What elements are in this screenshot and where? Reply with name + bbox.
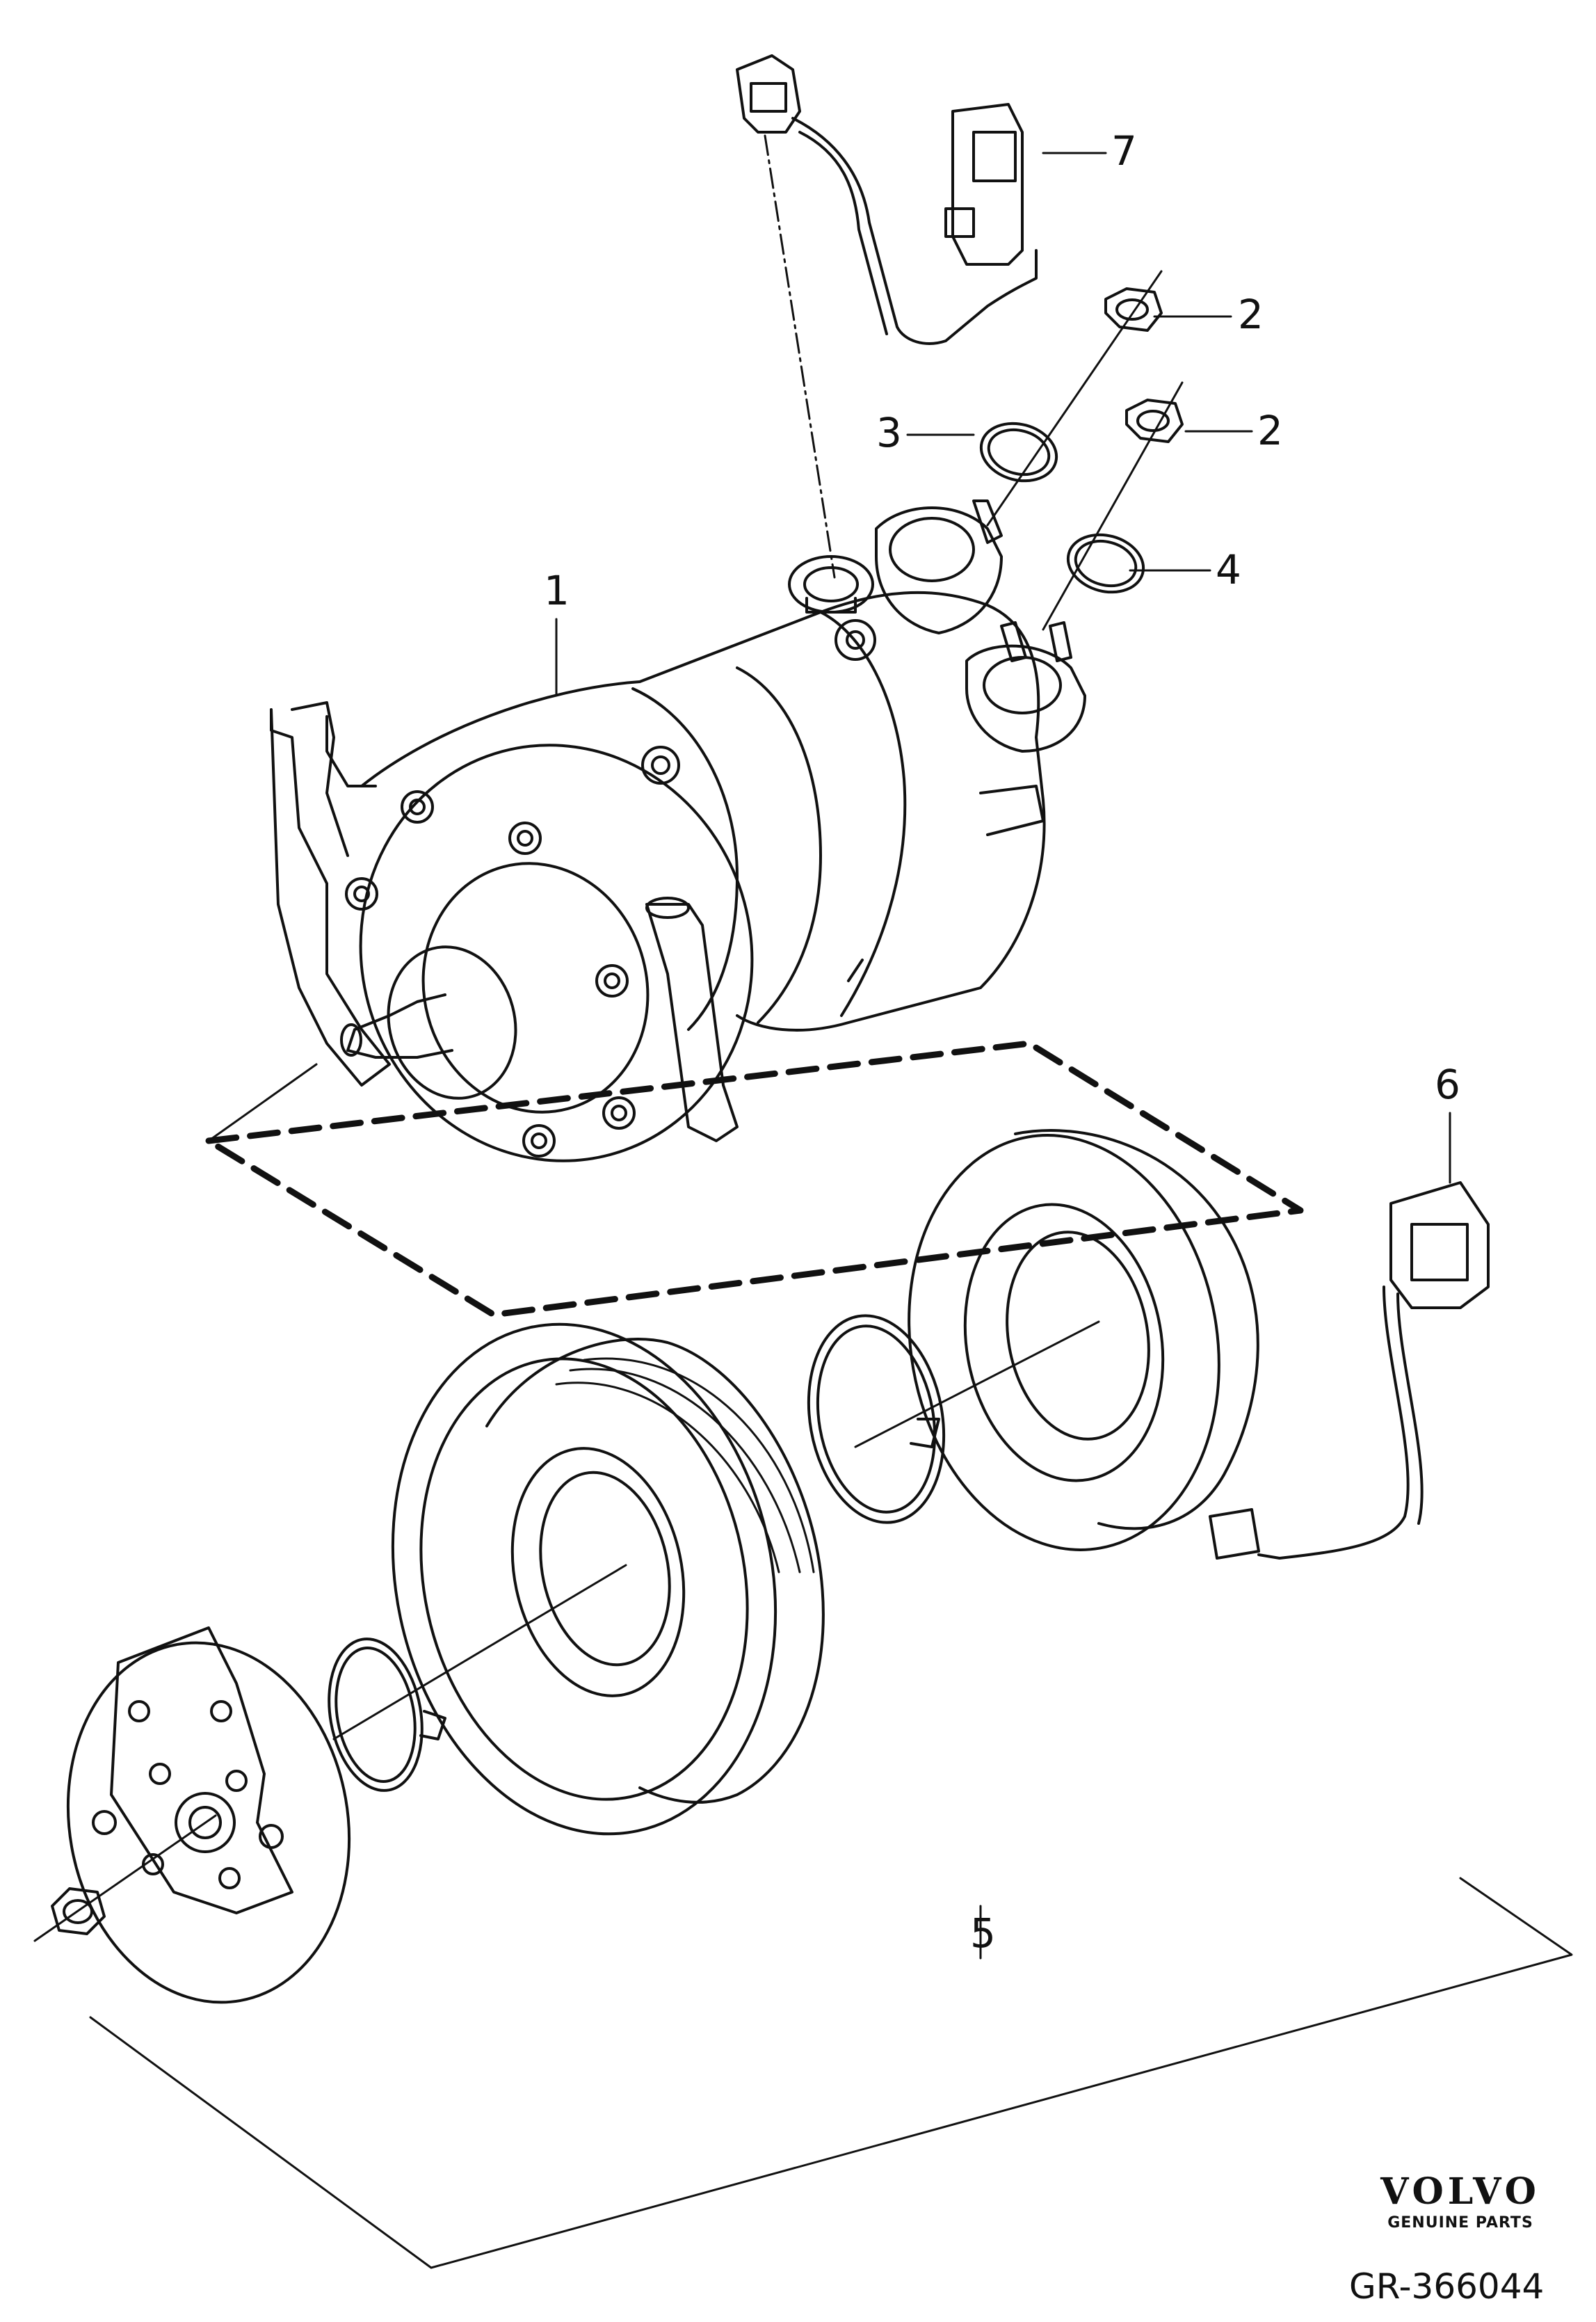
diagram-reference: GR-366044 (1349, 2266, 1545, 2307)
volvo-logo: VOLVO GENUINE PARTS (1360, 2174, 1561, 2232)
leader-lines (555, 152, 1451, 1960)
callout-6: 6 (1435, 1061, 1460, 1108)
o-rings (979, 422, 1145, 594)
snap-rings (328, 1314, 946, 1792)
callout-3: 3 (876, 409, 902, 456)
logo-brand: VOLVO (1380, 2170, 1540, 2213)
callout-2-upper: 2 (1238, 291, 1264, 338)
dashed-assembly-box (205, 1040, 1304, 1318)
callout-1: 1 (544, 567, 570, 614)
callout-7: 7 (1111, 127, 1137, 175)
part-5-outline (89, 1877, 1573, 2269)
bolt-heads (345, 619, 876, 1158)
callout-2-lower: 2 (1257, 407, 1283, 454)
clutch-hub-plate (51, 1626, 351, 2004)
sensor-wiring-harness (736, 54, 1038, 579)
hex-nuts (986, 270, 1184, 631)
pulley (391, 1322, 825, 1836)
ac-compressor (270, 499, 1086, 1162)
callout-5: 5 (970, 1909, 996, 1957)
field-coil (908, 1129, 1260, 1560)
coil-connector-wire (1257, 1181, 1490, 1560)
callout-4: 4 (1216, 546, 1241, 593)
logo-subtitle: GENUINE PARTS (1387, 2214, 1533, 2232)
assembly-axis-lines (33, 1063, 1100, 1942)
